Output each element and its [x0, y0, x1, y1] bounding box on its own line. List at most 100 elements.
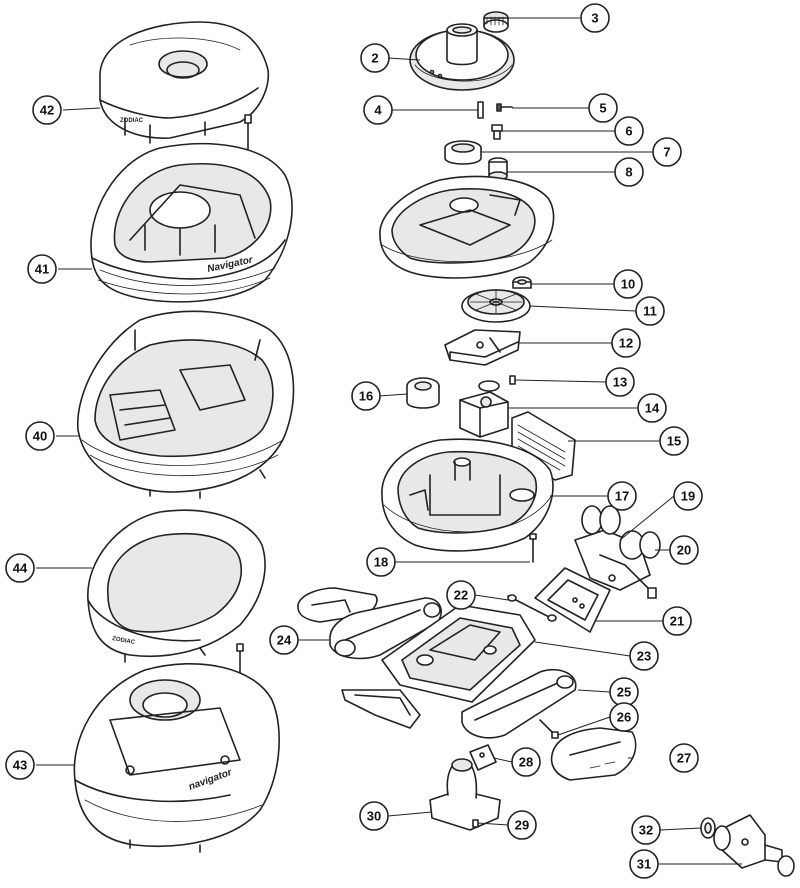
callout-29: 29 — [507, 810, 537, 840]
leader-lines — [36, 17, 742, 865]
callout-label: 44 — [13, 561, 28, 576]
callout-label: 32 — [639, 823, 653, 838]
callout-label: 28 — [519, 755, 533, 770]
callout-label: 17 — [615, 489, 629, 504]
part-4-pin — [477, 101, 484, 119]
callout-label: 3 — [591, 11, 598, 26]
part-13-screw — [509, 375, 516, 385]
callout-label: 5 — [599, 101, 606, 116]
callout-label: 25 — [617, 685, 631, 700]
callout-label: 40 — [33, 429, 47, 444]
callout-10: 10 — [613, 269, 643, 299]
callout-label: 42 — [40, 103, 54, 118]
callout-label: 19 — [681, 489, 695, 504]
callout-28: 28 — [511, 747, 541, 777]
part-18-screw — [529, 533, 537, 563]
callout-label: 2 — [371, 51, 378, 66]
callout-label: 24 — [277, 633, 292, 648]
brand-top-cap: ZODIAC — [120, 118, 144, 124]
callout-14: 14 — [637, 393, 667, 423]
part-32-ring — [700, 817, 716, 839]
callout-6: 6 — [614, 116, 644, 146]
callout-label: 20 — [677, 543, 691, 558]
callout-label: 31 — [637, 857, 651, 872]
callout-19: 19 — [673, 481, 703, 511]
part-28-clip — [469, 744, 497, 771]
part-16-roller — [406, 377, 440, 409]
part-42-top-cap: ZODIAC — [99, 21, 270, 144]
callout-17: 17 — [607, 481, 637, 511]
part-17-lower-housing — [381, 438, 554, 552]
callout-27: 27 — [669, 743, 699, 773]
part-41-upper-body: Navigator — [90, 142, 293, 303]
callout-3: 3 — [580, 3, 610, 33]
callout-label: 26 — [617, 710, 631, 725]
callout-label: 15 — [667, 434, 681, 449]
callout-label: 13 — [613, 375, 627, 390]
callout-20: 20 — [669, 535, 699, 565]
callout-label: 27 — [677, 751, 691, 766]
callout-label: 7 — [663, 145, 670, 160]
pod-lower-right — [461, 668, 577, 739]
callout-5: 5 — [588, 93, 618, 123]
callout-40: 40 — [25, 421, 55, 451]
part-25-screw — [539, 719, 559, 739]
callout-44: 44 — [5, 553, 35, 583]
part-29-screw — [472, 819, 479, 828]
part-6-screw — [491, 124, 503, 140]
part-23-tray — [381, 604, 536, 703]
part-12-plate — [444, 329, 521, 366]
part-10-gear — [512, 276, 532, 289]
callout-label: 30 — [367, 809, 381, 824]
callout-11: 11 — [635, 296, 665, 326]
callout-label: 22 — [454, 588, 468, 603]
callout-label: 11 — [643, 304, 657, 319]
part-21-flap — [534, 567, 611, 633]
part-19-20-valve-assembly — [574, 505, 661, 599]
callout-4: 4 — [363, 95, 393, 125]
callout-label: 10 — [621, 277, 635, 292]
motor-housing-cover — [379, 175, 555, 279]
callout-label: 12 — [619, 336, 633, 351]
callout-label: 14 — [645, 401, 660, 416]
part-22-axle — [507, 594, 557, 622]
callout-21: 21 — [662, 606, 692, 636]
part-44-cover: ZODIAC — [87, 509, 266, 663]
part-31-hose-swivel — [713, 814, 795, 877]
callout-22: 22 — [446, 580, 476, 610]
part-27-side-scoop — [550, 727, 637, 781]
part-7-bushing — [444, 140, 482, 165]
part-11-turbine-wheel — [461, 289, 531, 323]
brand-cover: ZODIAC — [112, 636, 136, 646]
part-14-block — [459, 380, 509, 438]
callout-26: 26 — [609, 702, 639, 732]
callout-31: 31 — [629, 849, 659, 879]
callout-30: 30 — [359, 801, 389, 831]
callout-18: 18 — [366, 547, 396, 577]
part-24-pod — [297, 587, 442, 660]
callout-label: 41 — [35, 262, 49, 277]
callout-24: 24 — [269, 625, 299, 655]
part-43-base: navigator — [73, 663, 280, 853]
callout-43: 43 — [5, 750, 35, 780]
callout-12: 12 — [611, 328, 641, 358]
callout-label: 43 — [13, 758, 27, 773]
scoop-lower-left — [341, 689, 421, 729]
callout-23: 23 — [629, 641, 659, 671]
callout-label: 21 — [670, 614, 684, 629]
part-2-main-gear — [409, 23, 515, 91]
callout-label: 4 — [374, 103, 382, 118]
callout-16: 16 — [351, 381, 381, 411]
part-40-chassis — [77, 310, 295, 499]
part-3-pinion-gear — [483, 11, 509, 33]
callout-2: 2 — [360, 43, 390, 73]
callout-7: 7 — [652, 137, 682, 167]
callout-label: 16 — [359, 389, 373, 404]
callout-13: 13 — [605, 367, 635, 397]
callout-15: 15 — [659, 426, 689, 456]
callout-label: 18 — [374, 555, 388, 570]
callout-25: 25 — [609, 677, 639, 707]
callout-label: 8 — [625, 165, 632, 180]
callout-label: 29 — [515, 818, 529, 833]
